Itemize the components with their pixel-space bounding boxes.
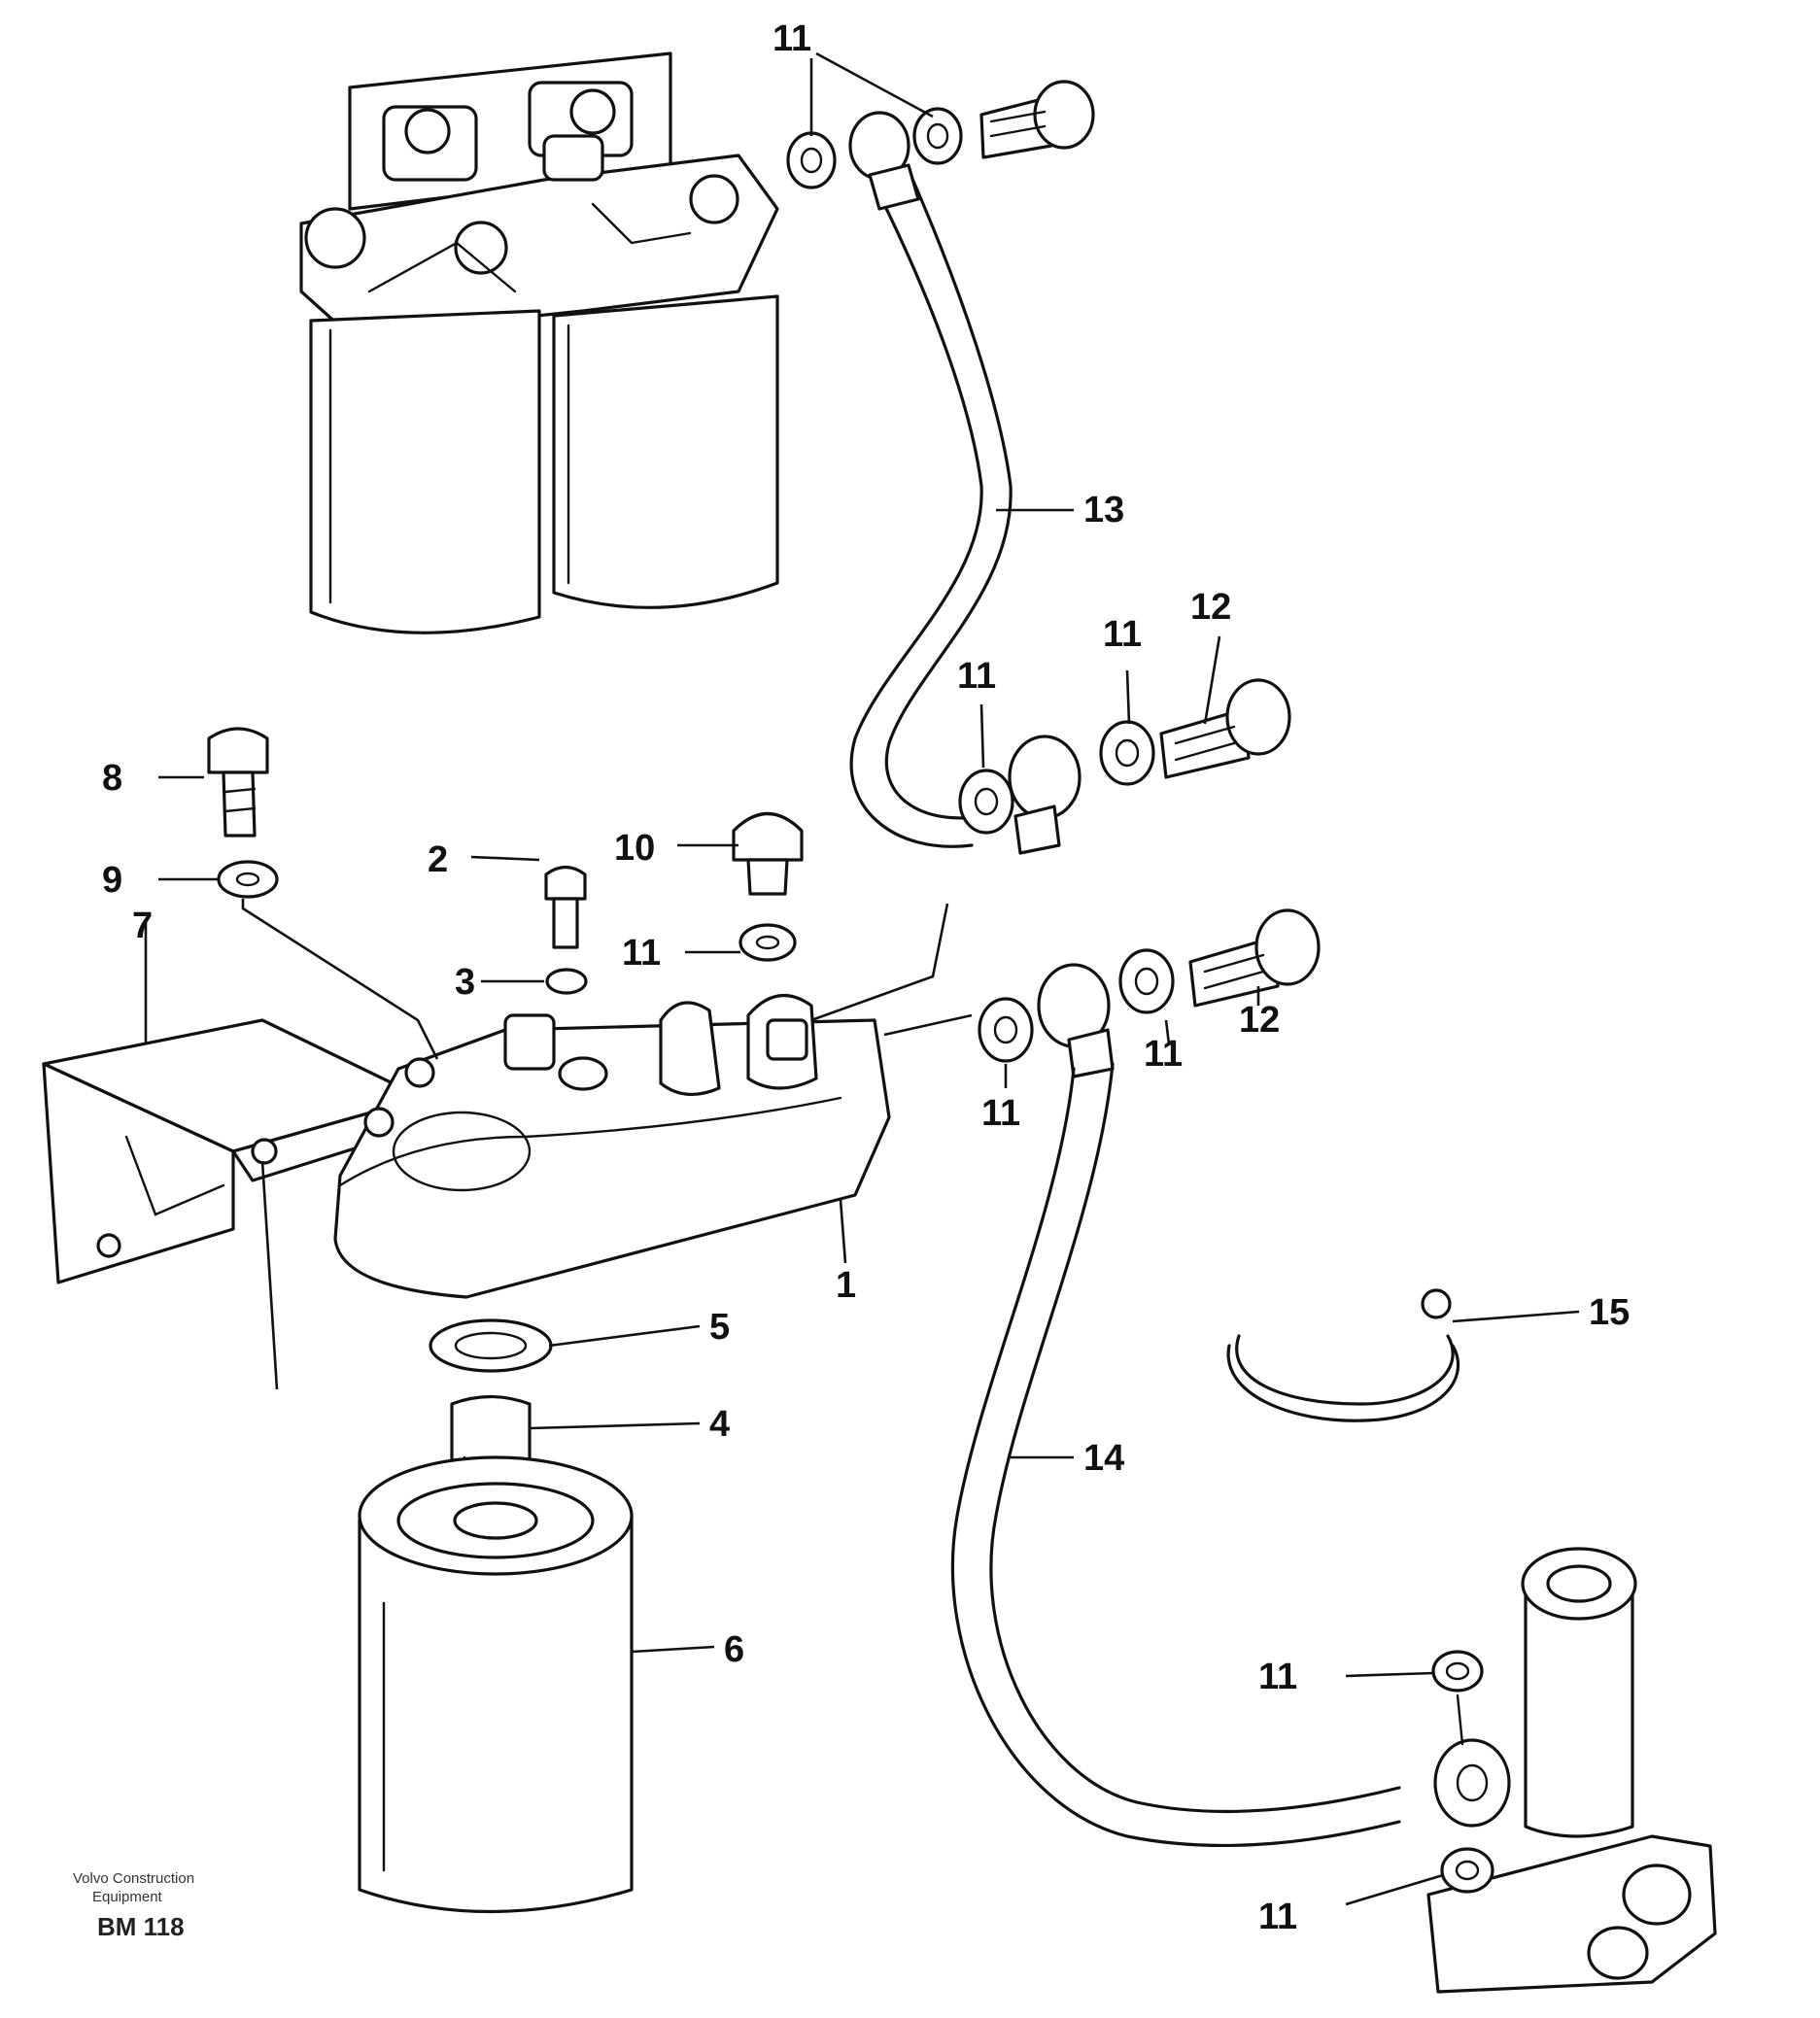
callout-11: 11 [1103,614,1142,655]
callout-8: 8 [102,758,122,799]
callout-6: 6 [724,1629,744,1670]
washer-11-plug [738,923,797,962]
callout-13: 13 [1083,490,1124,530]
plug-2 [544,865,587,949]
clip-15 [1226,1288,1459,1422]
callout-11: 11 [622,933,661,974]
bolt-8-guide-line [241,899,439,1060]
top-banjo-fitting [786,80,1095,189]
hose-14 [950,1062,1401,1848]
bolt-8 [207,727,269,838]
middle-banjo-fitting [958,678,1291,855]
callout-11: 11 [1258,1897,1297,1937]
bracket-bolt-guide [260,1160,279,1390]
washer-3 [545,968,588,995]
sealing-ring-5 [429,1318,553,1373]
callout-5: 5 [709,1307,730,1348]
head-to-lower-guide [883,1013,973,1037]
callout-3: 3 [455,962,475,1003]
head-to-middle-guide [810,903,949,1022]
callout-11: 11 [1144,1034,1183,1075]
filter-6 [358,1455,634,1914]
callout-4: 4 [709,1404,730,1445]
leader-lines [144,51,1580,1906]
filter-head-1 [333,994,891,1299]
callout-7: 7 [132,906,153,946]
callout-12: 12 [1190,587,1231,628]
callout-10: 10 [614,828,655,869]
brand-line-1: Volvo Construction [73,1870,194,1887]
hose-13 [849,163,1013,848]
drawing-code: BM 118 [97,1912,185,1941]
callout-11: 11 [957,656,996,697]
lower-banjo-fitting [978,908,1321,1078]
washer-9 [217,860,279,899]
callout-12: 12 [1239,1000,1280,1041]
callout-11: 11 [1258,1657,1297,1697]
callout-1: 1 [836,1265,856,1306]
callout-labels: 11 13 11 11 12 8 9 7 2 10 3 11 11 11 12 … [102,18,1630,1937]
brand-line-2: Equipment [92,1889,163,1905]
callout-15: 15 [1589,1292,1630,1333]
callout-11: 11 [773,18,811,59]
callout-14: 14 [1083,1438,1124,1479]
drawing-footer: Volvo Construction Equipment BM 118 [73,1870,194,1941]
callout-2: 2 [428,839,448,880]
twin-filter-assembly [299,51,779,634]
callout-11: 11 [981,1093,1020,1134]
feed-pump [1426,1547,1717,1994]
callout-9: 9 [102,860,122,901]
plug-10 [732,811,804,896]
